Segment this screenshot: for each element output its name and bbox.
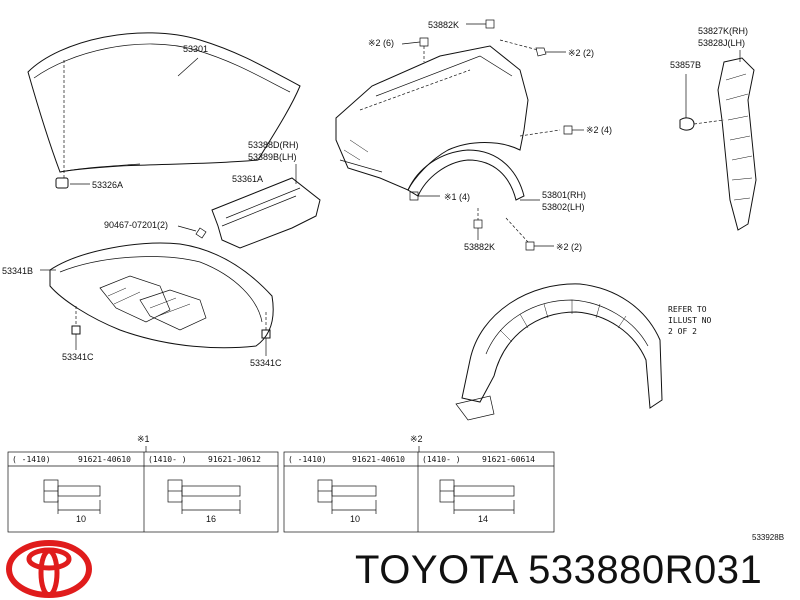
bolt-icon-t1c1: [43, 479, 101, 514]
bolt-icon-t1c2: [167, 479, 241, 514]
fender-rh-label: 53801(RH): [542, 190, 586, 200]
table1-cell2-part: 91621-J0612: [208, 455, 261, 464]
fender-bolt-mid-part[interactable]: [563, 125, 584, 135]
fender-bolt-top-left-part[interactable]: [401, 37, 429, 62]
refer-note-line1: REFER TO: [668, 305, 707, 314]
bracket-lh-label: 53828J(LH): [698, 38, 745, 48]
table1-cell1-length: 10: [76, 514, 86, 524]
bolt-table-2: [283, 451, 555, 533]
fender-bolt-top-right-label: ※2 (2): [568, 48, 594, 58]
table2-cell2-part: 91621-60614: [482, 455, 535, 464]
insulator-label: 53341B: [2, 266, 33, 276]
fender-bracket-part[interactable]: [693, 50, 757, 231]
insulator-clip-left-part[interactable]: [71, 306, 81, 350]
toyota-logo-icon: [6, 540, 92, 598]
diagram-code: 533928B: [752, 533, 784, 542]
insulator-clip-left-label: 53341C: [62, 352, 94, 362]
table2-cell1-part: 91621-40610: [352, 455, 405, 464]
fender-lh-label: 53802(LH): [542, 202, 585, 212]
bolt-table-1: [7, 451, 279, 533]
fender-clip-top-part[interactable]: [466, 19, 495, 29]
bolt-icon-t2c1: [317, 479, 377, 514]
bolt-icon-t2c2: [439, 479, 515, 514]
table2-cell1-range: ( -1410): [288, 455, 327, 464]
refer-note-line3: 2 OF 2: [668, 327, 697, 336]
table1-cell1-part: 91621-40610: [78, 455, 131, 464]
fender-bolt-mid-label: ※2 (4): [586, 125, 612, 135]
seal-part-label: 53361A: [232, 174, 263, 184]
fender-bolt-bottom-label: ※2 (2): [556, 242, 582, 252]
hood-label: 53301: [183, 44, 208, 54]
table1-cell2-length: 16: [206, 514, 216, 524]
fender-bolt-top-left-label: ※2 (6): [368, 38, 394, 48]
fender-clip-top-label: 53882K: [428, 20, 459, 30]
seal-lh-label: 53389B(LH): [248, 152, 297, 162]
fender-bolt-bottom-part[interactable]: [505, 217, 554, 251]
bracket-clip-part[interactable]: [679, 74, 695, 131]
fender-clip-bottom-label: 53882K: [464, 242, 495, 252]
table1-marker: ※1: [137, 434, 150, 444]
bracket-rh-label: 53827K(RH): [698, 26, 748, 36]
clip-90467-part[interactable]: [177, 225, 207, 239]
table1-cell1-range: ( -1410): [12, 455, 51, 464]
fender-part[interactable]: [335, 39, 561, 201]
hood-seal-part[interactable]: [211, 164, 321, 249]
insulator-clip-right-part[interactable]: [261, 312, 271, 356]
table2-cell1-length: 10: [350, 514, 360, 524]
refer-note-line2: ILLUST NO: [668, 316, 712, 325]
fender-liner-part[interactable]: [455, 283, 663, 421]
hood-cushion-part[interactable]: [55, 177, 90, 189]
fender-clip-bottom-part[interactable]: [473, 208, 483, 240]
table2-cell2-range: (1410- ): [422, 455, 461, 464]
brand-part-number: TOYOTA 533880R031: [355, 548, 763, 592]
hood-insulator-part[interactable]: [49, 242, 274, 349]
clip-90467-label: 90467-07201(2): [104, 220, 168, 230]
seal-rh-label: 53388D(RH): [248, 140, 299, 150]
fender-bolt-low-part[interactable]: [409, 191, 440, 201]
fender-bolt-top-right-part[interactable]: [535, 47, 566, 57]
table2-marker: ※2: [410, 434, 423, 444]
bracket-clip-label: 53857B: [670, 60, 701, 70]
table1-cell2-range: (1410- ): [148, 455, 187, 464]
hood-part[interactable]: [27, 32, 301, 180]
fender-bolt-low-label: ※1 (4): [444, 192, 470, 202]
insulator-clip-right-label: 53341C: [250, 358, 282, 368]
hood-cushion-label: 53326A: [92, 180, 123, 190]
table2-cell2-length: 14: [478, 514, 488, 524]
